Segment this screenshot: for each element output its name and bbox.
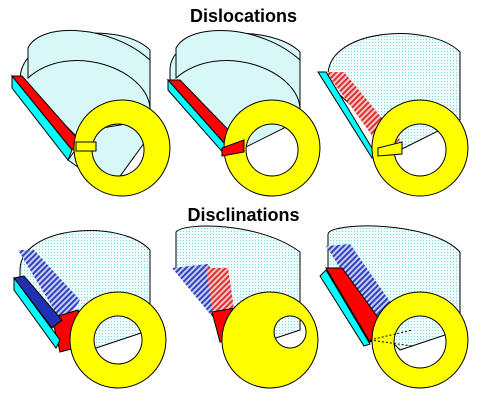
cyan-slip-face — [13, 276, 61, 349]
yellow-ring — [223, 99, 321, 197]
cut-notch — [75, 141, 97, 152]
dotted-gap-line — [369, 339, 413, 347]
dotted-gap-line — [369, 329, 413, 341]
disclinations-heading: Disclinations — [187, 205, 300, 225]
yellow-ring — [73, 99, 171, 197]
dislocation-screw-panel — [166, 29, 321, 197]
blue-hatched-plane — [326, 244, 400, 330]
yellow-ring — [69, 291, 167, 389]
disclination-wedge-panel — [13, 230, 167, 389]
cut-notch — [221, 139, 245, 157]
yellow-ring — [371, 291, 469, 389]
dislocations-heading: Dislocations — [189, 6, 298, 26]
dislocation-edge-panel — [10, 29, 171, 197]
blue-hatched-plane — [18, 250, 80, 326]
disclination-twist-panel — [172, 225, 319, 389]
yellow-ring — [371, 99, 469, 197]
red-hatched-plane — [206, 268, 236, 322]
disclination-splay-panel — [319, 225, 469, 389]
yellow-ring — [221, 291, 319, 389]
dislocation-mixed-panel — [317, 33, 469, 197]
cut-notch — [377, 141, 403, 157]
cyan-slip-face — [319, 269, 371, 347]
